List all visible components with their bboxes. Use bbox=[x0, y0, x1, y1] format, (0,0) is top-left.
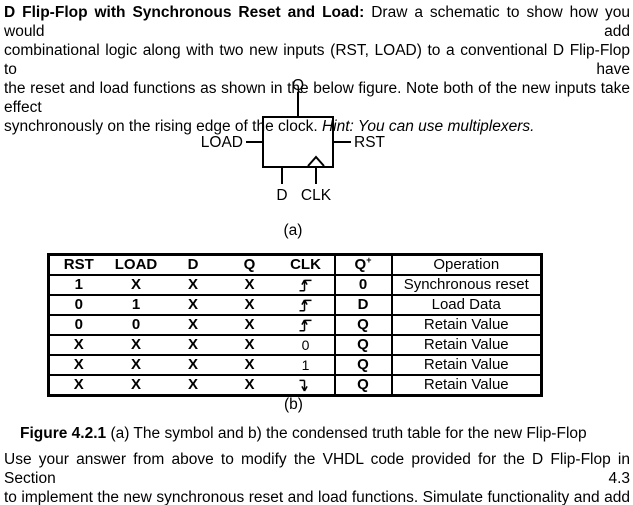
d-pin-label: D bbox=[276, 187, 288, 204]
subfigure-a-label: (a) bbox=[283, 222, 303, 239]
table-cell: X bbox=[164, 274, 222, 295]
table-cell: 0 bbox=[107, 314, 165, 335]
header-cell: CLK bbox=[277, 253, 336, 275]
table-cell: Retain Value bbox=[391, 354, 542, 375]
table-cell: Q bbox=[334, 374, 393, 396]
table-cell: X bbox=[221, 274, 278, 295]
table-cell: 0 bbox=[48, 314, 108, 335]
flipflop-schematic: Q LOAD RST D CLK (a) bbox=[190, 76, 470, 241]
table-cell: Retain Value bbox=[391, 334, 542, 355]
rising-edge-icon bbox=[299, 279, 312, 292]
text-segment: the reset and load functions as shown in… bbox=[4, 80, 630, 116]
text-line: Use your answer from above to modify the… bbox=[4, 450, 630, 488]
text-line: to implement the new synchronous reset a… bbox=[4, 488, 630, 505]
table-cell: 0 bbox=[48, 294, 108, 315]
table-cell: X bbox=[221, 354, 278, 375]
table-cell: X bbox=[164, 334, 222, 355]
table-cell: X bbox=[164, 354, 222, 375]
table-cell bbox=[277, 274, 336, 295]
header-cell: RST bbox=[48, 253, 108, 275]
table-cell: D bbox=[334, 294, 393, 315]
table-cell: Q bbox=[334, 354, 393, 375]
text-segment: combinational logic along with two new i… bbox=[4, 42, 630, 78]
table-cell: X bbox=[107, 274, 165, 295]
table-cell: X bbox=[164, 294, 222, 315]
intro-paragraph: D Flip-Flop with Synchronous Reset and L… bbox=[4, 3, 630, 136]
header-cell: Q bbox=[221, 253, 278, 275]
rising-edge-icon bbox=[299, 299, 312, 312]
table-cell: X bbox=[164, 374, 222, 396]
table-cell: X bbox=[221, 334, 278, 355]
text-line: the reset and load functions as shown in… bbox=[4, 79, 630, 117]
text-segment: Use your answer from above to modify the… bbox=[4, 451, 630, 487]
table-cell: Retain Value bbox=[391, 314, 542, 335]
text-line: combinational logic along with two new i… bbox=[4, 41, 630, 79]
table-cell: X bbox=[107, 374, 165, 396]
table-cell: X bbox=[107, 334, 165, 355]
table-cell: Q bbox=[334, 334, 393, 355]
table-cell: 0 bbox=[277, 334, 336, 355]
table-cell: X bbox=[221, 294, 278, 315]
text-segment: synchronously on the rising edge of the … bbox=[4, 118, 322, 135]
header-cell: Q+ bbox=[334, 253, 393, 275]
table-cell: Q bbox=[334, 314, 393, 335]
flipflop-body bbox=[262, 116, 334, 168]
text-segment: (a) The symbol and b) the condensed trut… bbox=[106, 425, 587, 442]
table-cell: X bbox=[48, 354, 108, 375]
falling-edge-icon bbox=[299, 379, 308, 392]
rising-edge-icon bbox=[299, 319, 312, 332]
table-cell: X bbox=[48, 334, 108, 355]
table-cell: X bbox=[164, 314, 222, 335]
table-cell: X bbox=[221, 314, 278, 335]
text-line: D Flip-Flop with Synchronous Reset and L… bbox=[4, 3, 630, 41]
figure-caption: Figure 4.2.1 (a) The symbol and b) the c… bbox=[20, 424, 587, 443]
rst-pin-label: RST bbox=[354, 134, 385, 151]
table-cell bbox=[277, 374, 336, 396]
clock-edge-marker-icon bbox=[307, 155, 325, 167]
text-segment: to implement the new synchronous reset a… bbox=[4, 489, 630, 505]
table-cell: X bbox=[221, 374, 278, 396]
clk-pin-label: CLK bbox=[300, 187, 332, 204]
table-cell: 1 bbox=[107, 294, 165, 315]
table-cell: Retain Value bbox=[391, 374, 542, 396]
table-cell: Synchronous reset bbox=[391, 274, 542, 295]
load-pin-label: LOAD bbox=[200, 134, 243, 151]
q-pin-label: Q bbox=[291, 77, 305, 94]
header-cell: D bbox=[164, 253, 222, 275]
text-line: Figure 4.2.1 (a) The symbol and b) the c… bbox=[20, 424, 587, 443]
text-line: synchronously on the rising edge of the … bbox=[4, 117, 630, 136]
text-segment: Draw a schematic to show how you would a… bbox=[4, 4, 630, 40]
table-cell bbox=[277, 294, 336, 315]
header-cell: Operation bbox=[391, 253, 542, 275]
superscript: + bbox=[366, 255, 372, 265]
table-cell: 0 bbox=[334, 274, 393, 295]
table-cell bbox=[277, 314, 336, 335]
text-segment: Figure 4.2.1 bbox=[20, 425, 107, 442]
header-cell: LOAD bbox=[107, 253, 165, 275]
table-cell: X bbox=[48, 374, 108, 396]
table-cell: X bbox=[107, 354, 165, 375]
subfigure-b-label: (b) bbox=[284, 396, 303, 413]
text-segment: D Flip-Flop with Synchronous Reset and L… bbox=[4, 4, 365, 21]
table-cell: Load Data bbox=[391, 294, 542, 315]
table-cell: 1 bbox=[48, 274, 108, 295]
flipflop-symbol-drawing bbox=[246, 92, 351, 184]
table-cell: 1 bbox=[277, 354, 336, 375]
text-segment: Hint: You can use multiplexers. bbox=[321, 118, 535, 135]
closing-paragraph: Use your answer from above to modify the… bbox=[4, 450, 630, 505]
